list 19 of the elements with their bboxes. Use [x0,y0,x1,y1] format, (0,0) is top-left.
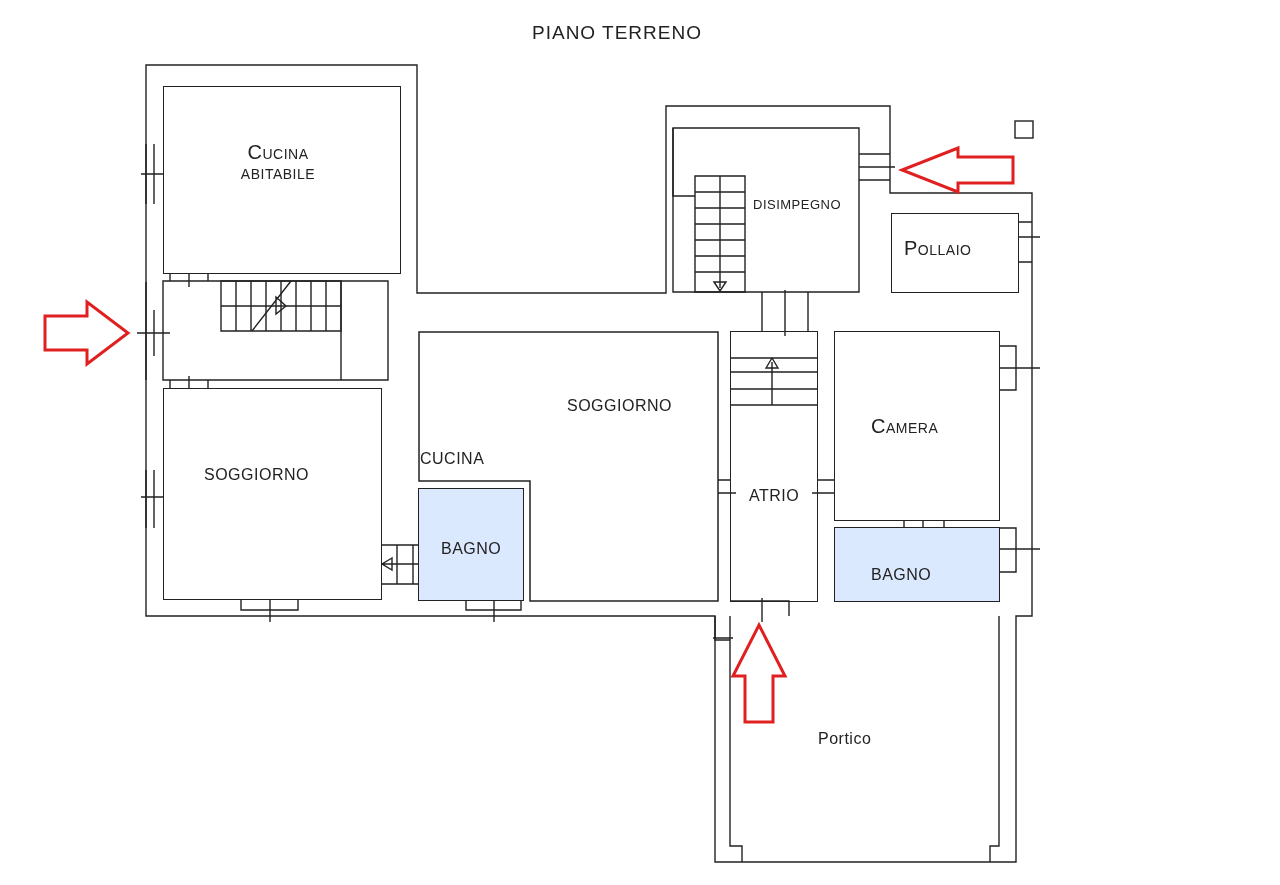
room [163,388,382,600]
room-label: ATRIO [749,486,800,506]
room-label: Portico [818,729,872,749]
room [163,86,401,274]
room-label: SOGGIORNO [204,465,309,485]
room-label: SOGGIORNO [567,396,672,416]
room [730,331,818,602]
plan-title: PIANO TERRENO [531,22,703,44]
room-label: BAGNO [441,539,502,559]
room-label: Camera [871,416,939,436]
room [834,527,1000,602]
room-label: CUCINA [420,449,485,469]
room-label: Cucina abitabile [239,142,317,182]
room [891,213,1019,293]
room-label: BAGNO [871,565,932,585]
room [418,488,524,601]
room-label: Pollaio [904,238,972,258]
room [834,331,1000,521]
room-label: DISIMPEGNO [753,196,842,214]
